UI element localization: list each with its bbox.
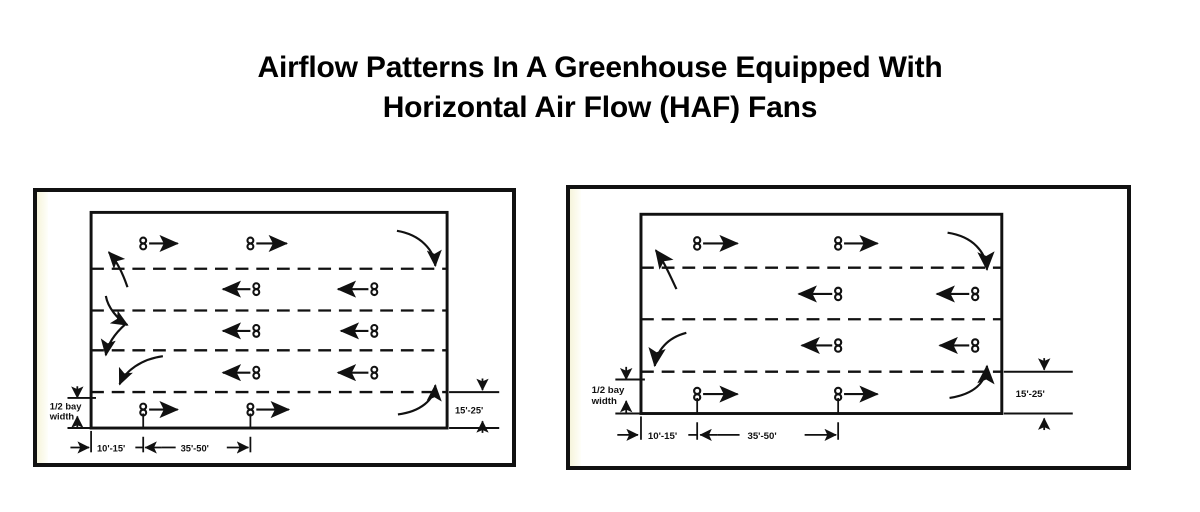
greenhouse-outline [639,212,1004,415]
fan-row-1 [139,234,289,253]
left-diagram-figure: 1/2 bay width 10'-15' 35'-50' 15'-25' [49,210,500,454]
fan-row-5 [139,401,291,429]
label-half-bay-width-line1: 1/2 bay [592,385,625,396]
right-diagram-figure: 1/2 bay width 10'-15' 35'-50' 15'-25' [591,212,1073,442]
label-edge-offset: 10'-15' [648,431,677,442]
fan-row-2 [797,285,980,303]
label-half-bay-width-line1: 1/2 bay [50,402,82,412]
fan-row-3 [800,336,980,355]
fan-row-2 [221,280,379,298]
dimension-half-bay-width: 1/2 bay width [49,386,97,430]
dimension-half-bay-width: 1/2 bay width [591,366,645,415]
bay-divider-lines [91,267,448,394]
label-fan-spacing: 35'-50' [181,443,209,453]
left-diagram-panel: 1/2 bay width 10'-15' 35'-50' 15'-25' [33,188,516,467]
fan-row-4 [693,385,879,414]
label-half-bay-width-line2: width [49,411,75,421]
dimension-fan-spacing: 35'-50' [699,422,840,442]
turn-arrows-left-wall [100,251,164,386]
fan-row-4 [221,364,379,382]
dimension-fan-spacing: 35'-50' [144,436,252,454]
page-title: Airflow Patterns In A Greenhouse Equippe… [0,48,1200,128]
page-title-line-1: Airflow Patterns In A Greenhouse Equippe… [257,51,943,84]
dimension-edge-offset: 10'-15' [70,430,145,454]
fan-row-1 [693,234,879,252]
bay-divider-lines [640,266,1002,373]
dimension-bay-depth: 15'-25' [449,378,500,433]
dimension-bay-depth: 15'-25' [1003,358,1073,431]
fan-row-3 [221,322,379,340]
turn-arrows-right-wall [947,231,995,400]
label-half-bay-width-line2: width [591,396,617,407]
turn-arrows-left-wall [648,249,687,368]
page-title-line-2: Horizontal Air Flow (HAF) Fans [382,91,818,124]
label-edge-offset: 10'-15' [97,443,125,453]
turn-arrows-right-wall [396,229,442,416]
greenhouse-outline [89,210,449,430]
label-bay-depth: 15'-25' [1016,389,1045,400]
label-fan-spacing: 35'-50' [747,431,776,442]
right-diagram-panel: 1/2 bay width 10'-15' 35'-50' 15'-25' [566,185,1131,470]
label-bay-depth: 15'-25' [455,406,483,416]
dimension-edge-offset: 10'-15' [617,416,699,442]
